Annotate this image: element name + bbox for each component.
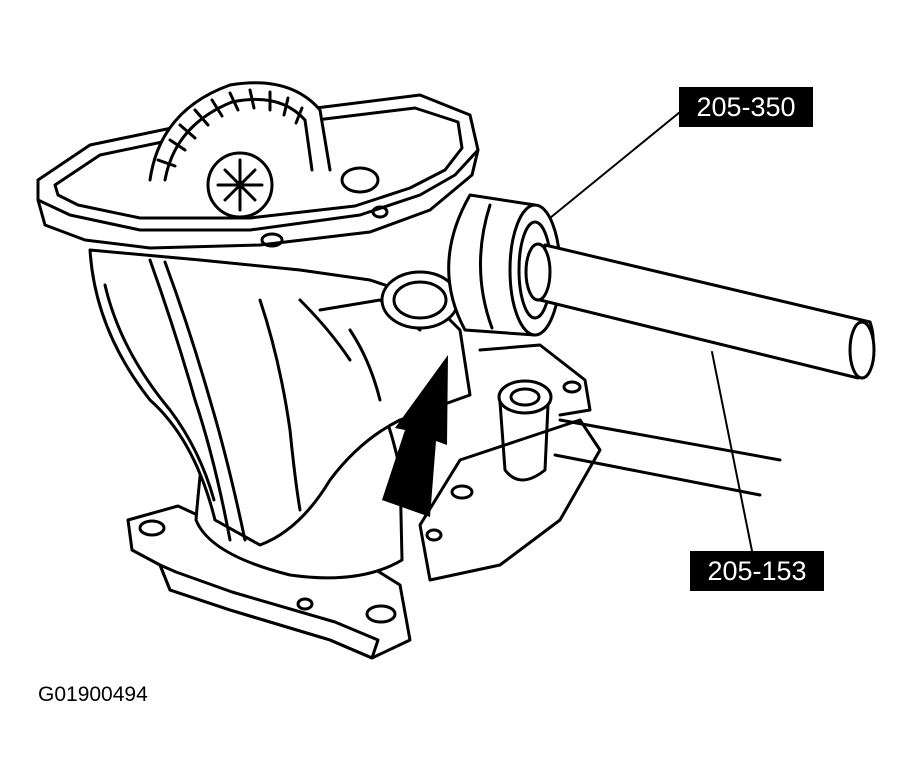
pinion-bore [380, 270, 460, 330]
ring-gear [148, 81, 380, 219]
callout-label-205-153: 205-153 [690, 551, 824, 591]
axle-bracket [418, 343, 782, 582]
figure-id-label: G01900494 [38, 683, 148, 706]
tool-handle [524, 242, 876, 380]
housing-body [88, 248, 472, 547]
callout-label-205-350: 205-350 [679, 87, 813, 127]
direction-arrow [382, 355, 448, 517]
leader-lines [549, 111, 753, 552]
